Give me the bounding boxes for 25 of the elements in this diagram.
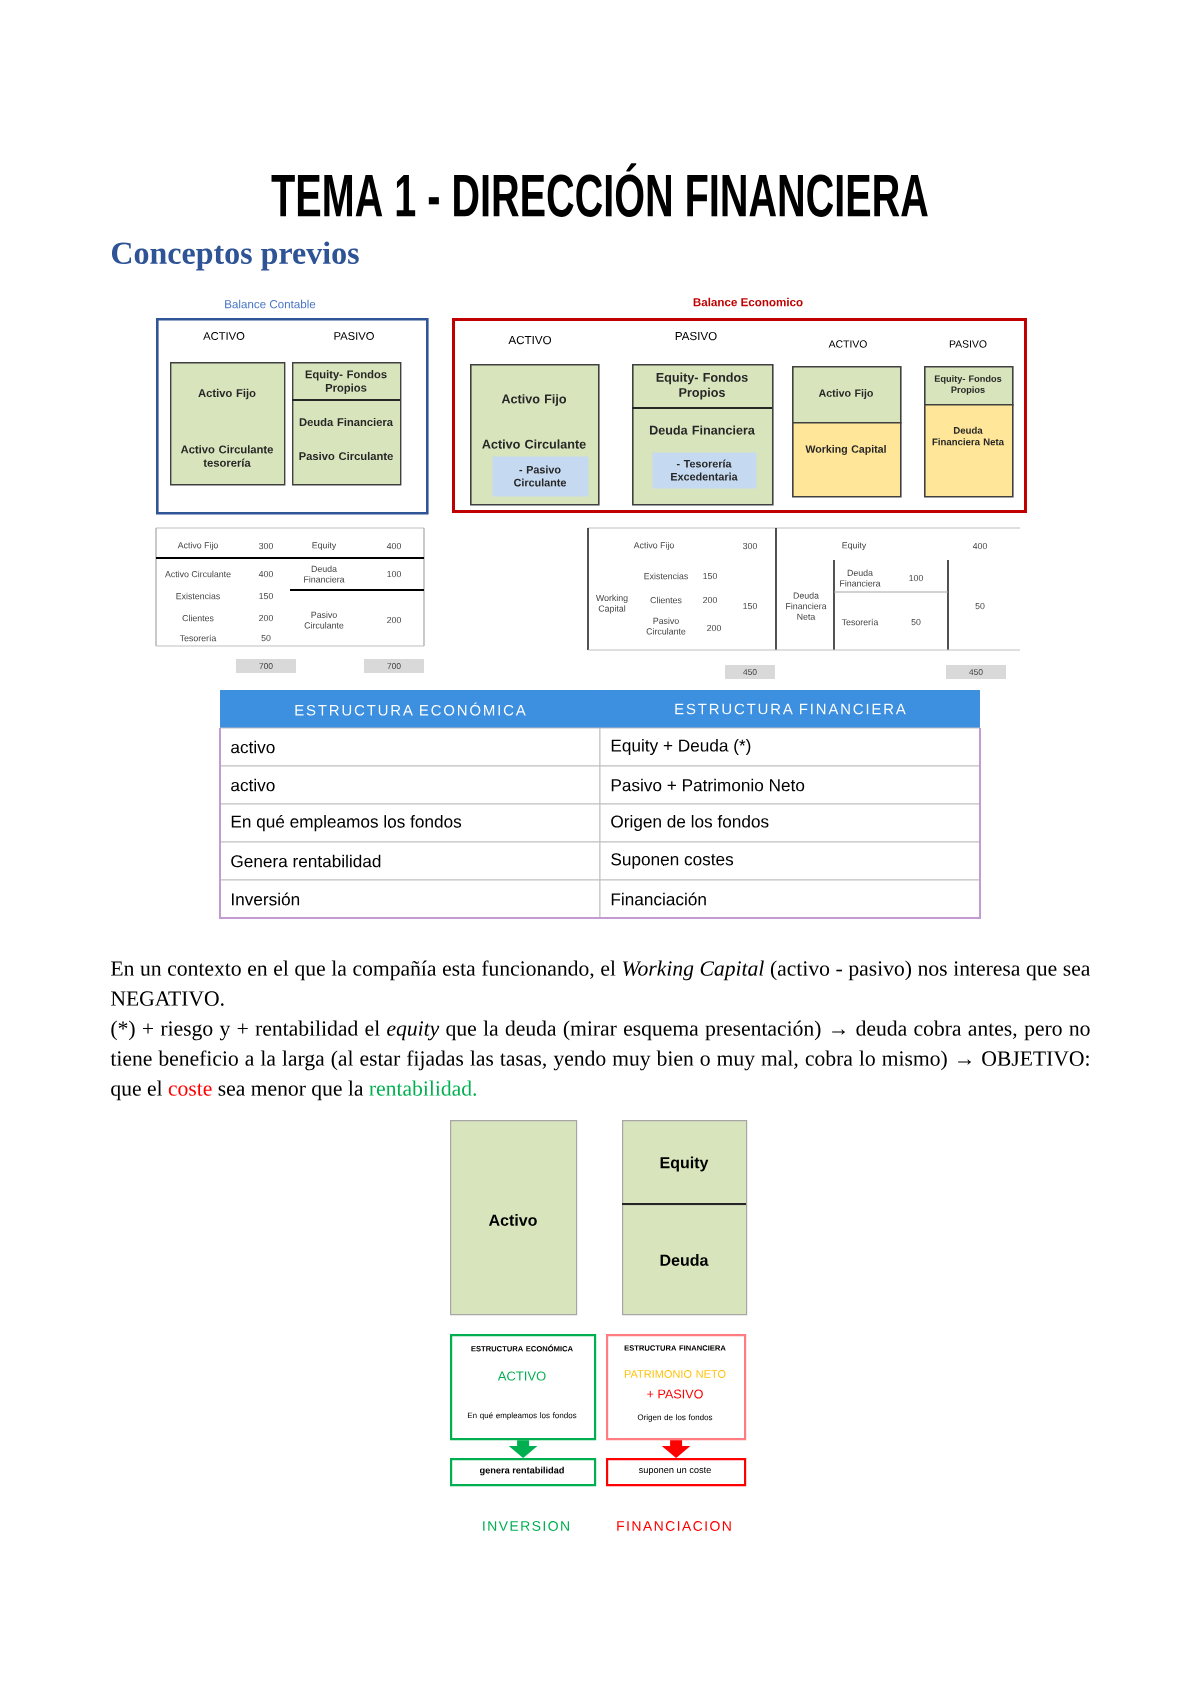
page-title: TEMA 1 - DIRECCIÓN FINANCIERA	[271, 163, 928, 217]
table-cell: Pasivo + Patrimonio Neto	[599, 765, 981, 805]
table-cell: Financiación	[599, 879, 981, 919]
label: tiene beneficio a la larga (al estar fijadas las tasas, yendo muy bien o muy mal, cobra lo mismo) → OBJETIVO:	[110, 1050, 1089, 1071]
label: coste	[168, 1083, 212, 1096]
label: sea menor que la	[218, 1080, 364, 1101]
balance-block: Deuda	[621, 1203, 748, 1316]
balance-block: Activo	[450, 1120, 578, 1316]
table-cell: Origen de los fondos	[599, 803, 981, 843]
label: rentabilidad.	[369, 1080, 477, 1096]
table-cell: En qué empleamos los fondos	[219, 803, 601, 843]
table-cell: activo	[219, 765, 601, 805]
label: equity	[387, 1021, 440, 1041]
paragraph: En un contexto en el que la compañía esta funcionando, el Working Capital (activo - pasivo) nos interesa que sea NEGATIVO.	[111, 960, 1091, 1006]
table-cell: Suponen costes	[599, 841, 981, 881]
balance-block: Equity	[622, 1120, 748, 1206]
label: (*) + riesgo y + rentabilidad el	[111, 1020, 380, 1041]
table-cell: Inversión	[219, 879, 601, 919]
label: que la deuda (mirar esquema presentación) → deuda cobra antes, pero no	[446, 1020, 1090, 1041]
label: que el	[111, 1080, 163, 1101]
section-heading: Conceptos previos	[111, 241, 359, 271]
table-cell: Equity + Deuda (*)	[599, 727, 981, 767]
table-cell: activo	[219, 727, 601, 767]
table-cell: Genera rentabilidad	[219, 841, 601, 881]
paragraph: (*) + riesgo y + rentabilidad el equity que la deuda (mirar esquema presentación) → deuda cobra antes, pero no tiene beneficio a la larga (al estar fijadas las tasas, yendo muy bien o muy mal, cobra lo mismo) → OBJETIVO: que el coste sea menor que la rentabilidad.	[110, 1020, 1090, 1101]
